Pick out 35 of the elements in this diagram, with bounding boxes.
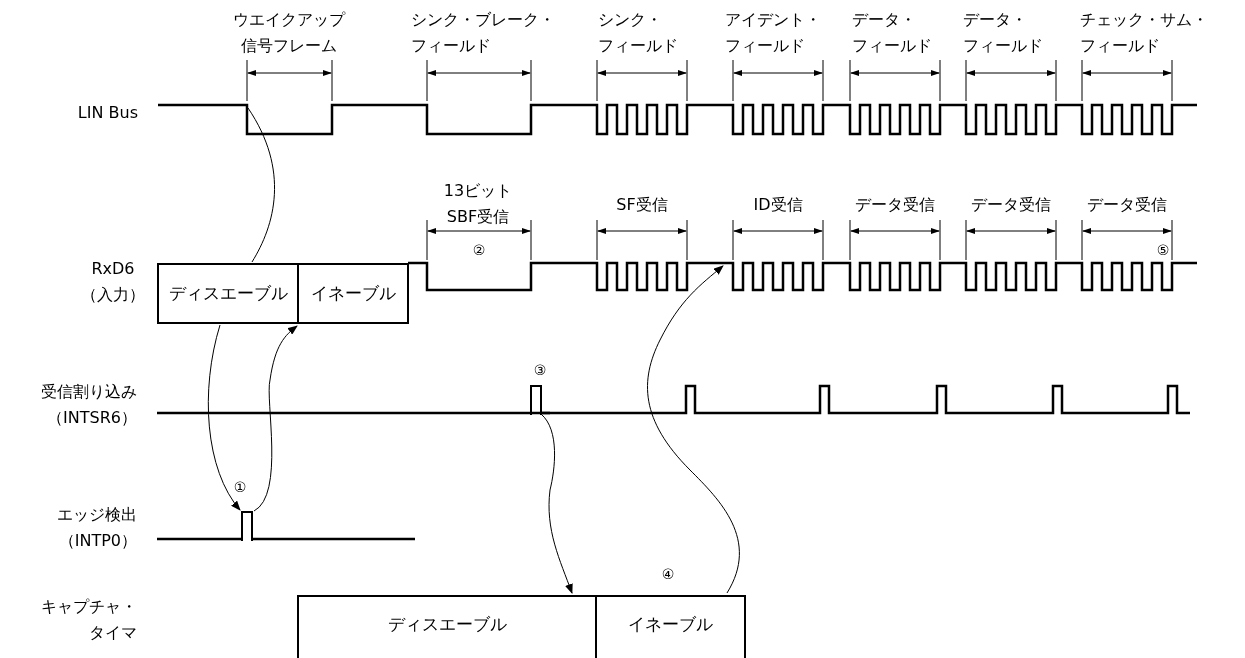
field-label: データ・フィールド (963, 9, 1044, 57)
callout-number: ⑤ (1155, 241, 1171, 260)
signal-name: LIN Bus (76, 102, 138, 124)
arrow (647, 265, 740, 594)
state-box: イネーブル (299, 263, 409, 324)
field-label: シンク・ブレーク・フィールド (411, 9, 556, 57)
arrow (253, 325, 298, 512)
callout-number: ④ (660, 565, 676, 584)
pulse (530, 385, 542, 415)
signal-name: RxD6（入力） (80, 258, 146, 306)
waveform (158, 103, 1198, 136)
arrow (207, 324, 241, 511)
field-label: 13ビットSBF受信 (442, 180, 514, 228)
state-box: ディスエーブル (297, 595, 597, 658)
signal-name: 受信割り込み（INTSR6） (40, 381, 137, 429)
callout-number: ① (232, 478, 248, 497)
state-box: ディスエーブル (157, 263, 299, 324)
field-label: データ受信 (1086, 194, 1168, 216)
signal-name: キャプチャ・タイマ (40, 596, 137, 644)
field-label: アイデント・フィールド (725, 9, 822, 57)
field-label: データ・フィールド (852, 9, 933, 57)
field-label: データ受信 (854, 194, 936, 216)
callout-number: ② (471, 241, 487, 260)
field-label: シンク・フィールド (598, 9, 679, 57)
state-box: イネーブル (597, 595, 746, 658)
field-label: ウエイクアップ信号フレーム (232, 9, 347, 57)
field-label: SF受信 (615, 194, 669, 216)
pulse (241, 511, 253, 541)
field-label: ID受信 (752, 194, 804, 216)
field-label: データ受信 (970, 194, 1052, 216)
field-label: チェック・サム・フィールド (1080, 9, 1209, 57)
callout-number: ③ (532, 361, 548, 380)
arrow (540, 413, 573, 594)
signal-name: エッジ検出（INTP0） (56, 504, 137, 552)
waveform (407, 261, 1197, 292)
